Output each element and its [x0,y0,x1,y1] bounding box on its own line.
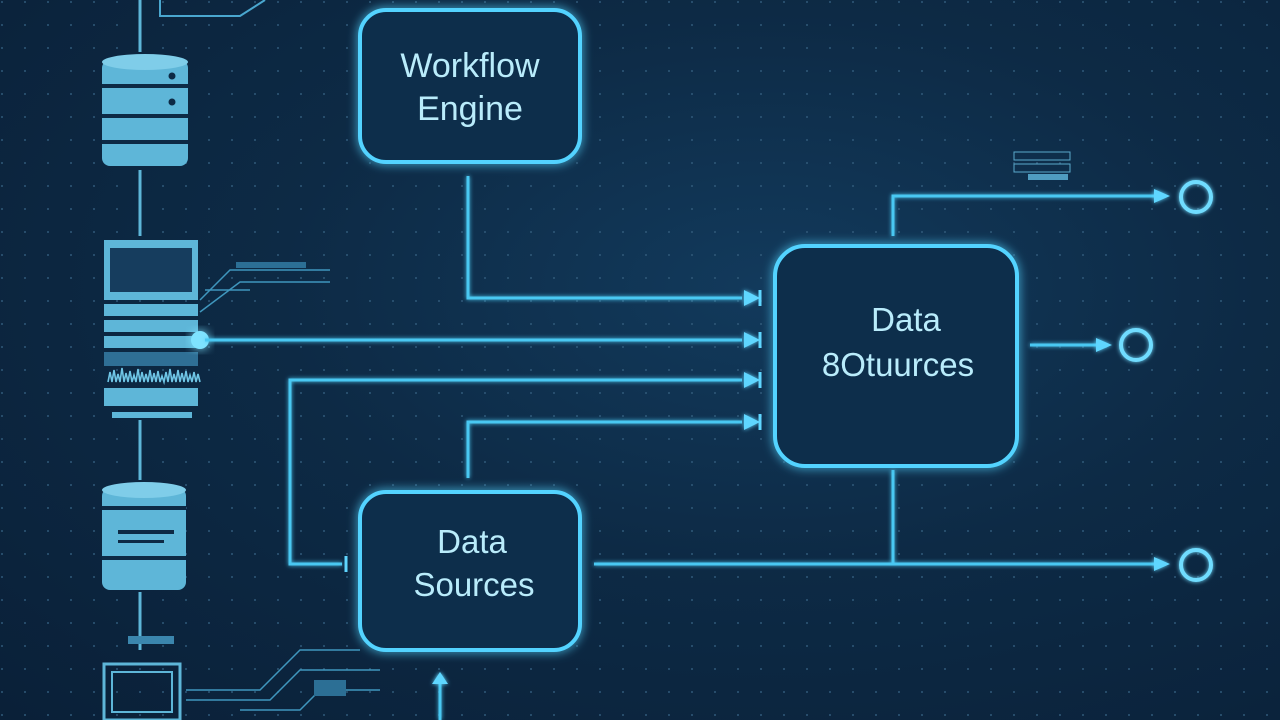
workflow-engine-line1: Workflow [400,47,540,85]
output-terminal-icon [1119,180,1213,582]
mini-label [128,151,1071,696]
data-sources-line1: Data [437,523,507,560]
connectors [205,176,1160,720]
arrowheads [432,189,1170,684]
server-rack-icon [104,240,209,418]
data-outsources-node: Data 8Otuurces [773,244,1019,468]
data-sources-node: Data Sources [358,490,582,652]
arrow-stops [344,290,762,572]
workflow-engine-line2: Engine [417,90,523,128]
data-outsources-line1: Data [871,301,941,338]
circuit-decoration [186,269,380,711]
data-sources-line2: Sources [413,566,534,603]
monitor-icon [102,662,182,720]
database-icon [102,482,186,590]
data-outsources-line2: 8Otuurces [822,346,974,383]
workflow-engine-node: Workflow Engine [358,8,582,164]
device-column [138,0,266,650]
database-icon [102,54,188,166]
